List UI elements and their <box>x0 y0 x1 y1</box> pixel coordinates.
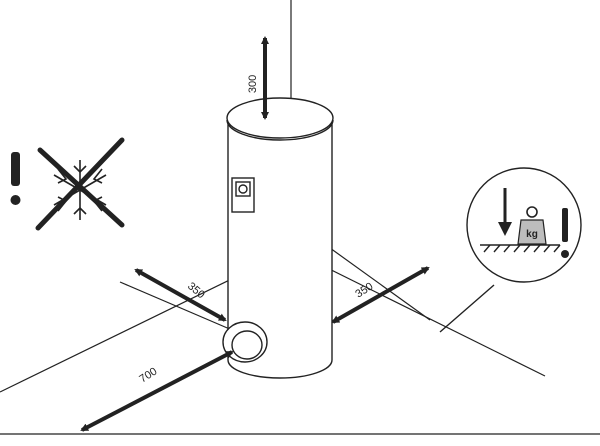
dimension-arrows <box>80 36 430 432</box>
weight-icon: kg <box>517 206 547 245</box>
front-clearance-label: 700 <box>137 365 159 385</box>
right-clearance-label: 350 <box>353 280 375 300</box>
left-clearance-arrow <box>134 268 227 322</box>
floor-load-callout: kg <box>439 167 582 333</box>
no-frost-icon <box>35 137 125 231</box>
down-arrow-icon <box>498 188 512 236</box>
clearance-line-left <box>119 281 233 331</box>
load-exclamation-icon <box>561 208 569 258</box>
cylinder-top-rim <box>226 119 334 141</box>
callout-leader-line <box>439 284 495 333</box>
frost-warning <box>10 137 125 231</box>
front-clearance-arrow <box>80 350 234 432</box>
top-clearance-label: 300 <box>247 75 259 93</box>
floor-load-icon <box>480 244 561 253</box>
thermostat-dial-icon <box>238 184 248 194</box>
front-flange-inner <box>231 330 263 360</box>
weight-unit-label: kg <box>526 229 538 240</box>
warning-exclamation-icon <box>10 152 21 205</box>
right-clearance-arrow <box>331 266 430 324</box>
water-heater <box>222 97 334 379</box>
clearance-line-right <box>329 247 431 321</box>
cylinder-top-lid <box>226 97 334 139</box>
